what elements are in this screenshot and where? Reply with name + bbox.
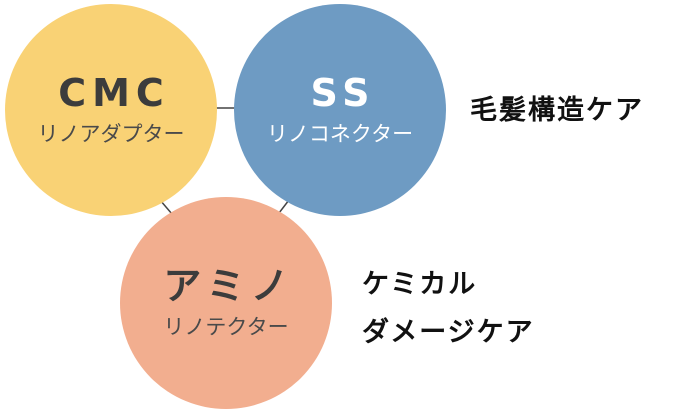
hair-structure-care-label: 毛髪構造ケア xyxy=(470,95,644,126)
cmc-subtitle: リノアダプター xyxy=(37,122,185,147)
amino-circle: アミノ リノテクター xyxy=(120,197,332,409)
ss-subtitle: リノコネクター xyxy=(266,122,414,147)
cmc-circle: CMC リノアダプター xyxy=(5,4,217,216)
ss-circle: SS リノコネクター xyxy=(234,4,446,216)
cmc-title: CMC xyxy=(58,70,170,115)
ss-title: SS xyxy=(310,70,376,115)
chemical-damage-care-label-line1: ケミカル xyxy=(362,269,478,300)
amino-subtitle: リノテクター xyxy=(163,315,289,340)
amino-title: アミノ xyxy=(163,263,295,308)
chemical-damage-care-label-line2: ダメージケア xyxy=(362,317,535,348)
